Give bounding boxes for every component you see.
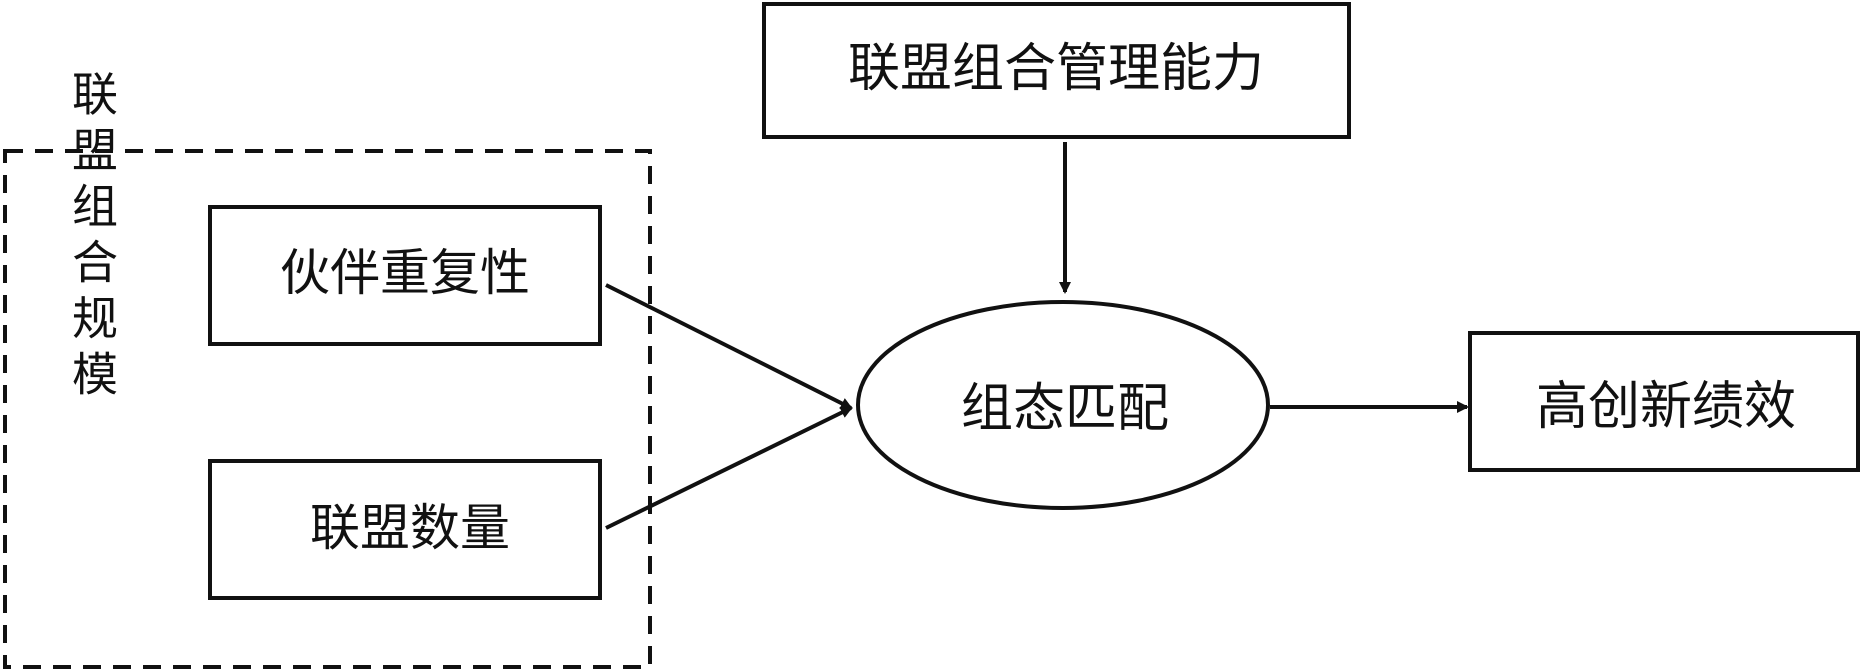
portfolio-management-capability-label: 联盟组合管理能力	[848, 39, 1264, 99]
alliance-count-box	[208, 459, 602, 600]
arrow-partner-to-center	[605, 283, 853, 410]
configuration-match-ellipse	[856, 300, 1270, 510]
alliance-portfolio-size-group	[3, 149, 652, 669]
configuration-match-label: 组态匹配	[961, 379, 1169, 439]
partner-repetition-box	[208, 205, 602, 346]
arrow-count-to-center	[605, 406, 853, 530]
innovation-performance-box	[1468, 331, 1860, 472]
group-label-vertical: 联盟组合规模	[65, 70, 119, 406]
alliance-count-label: 联盟数量	[310, 499, 510, 557]
partner-repetition-label: 伙伴重复性	[280, 244, 530, 302]
portfolio-management-capability-box	[762, 2, 1351, 139]
innovation-performance-label: 高创新绩效	[1536, 377, 1796, 437]
